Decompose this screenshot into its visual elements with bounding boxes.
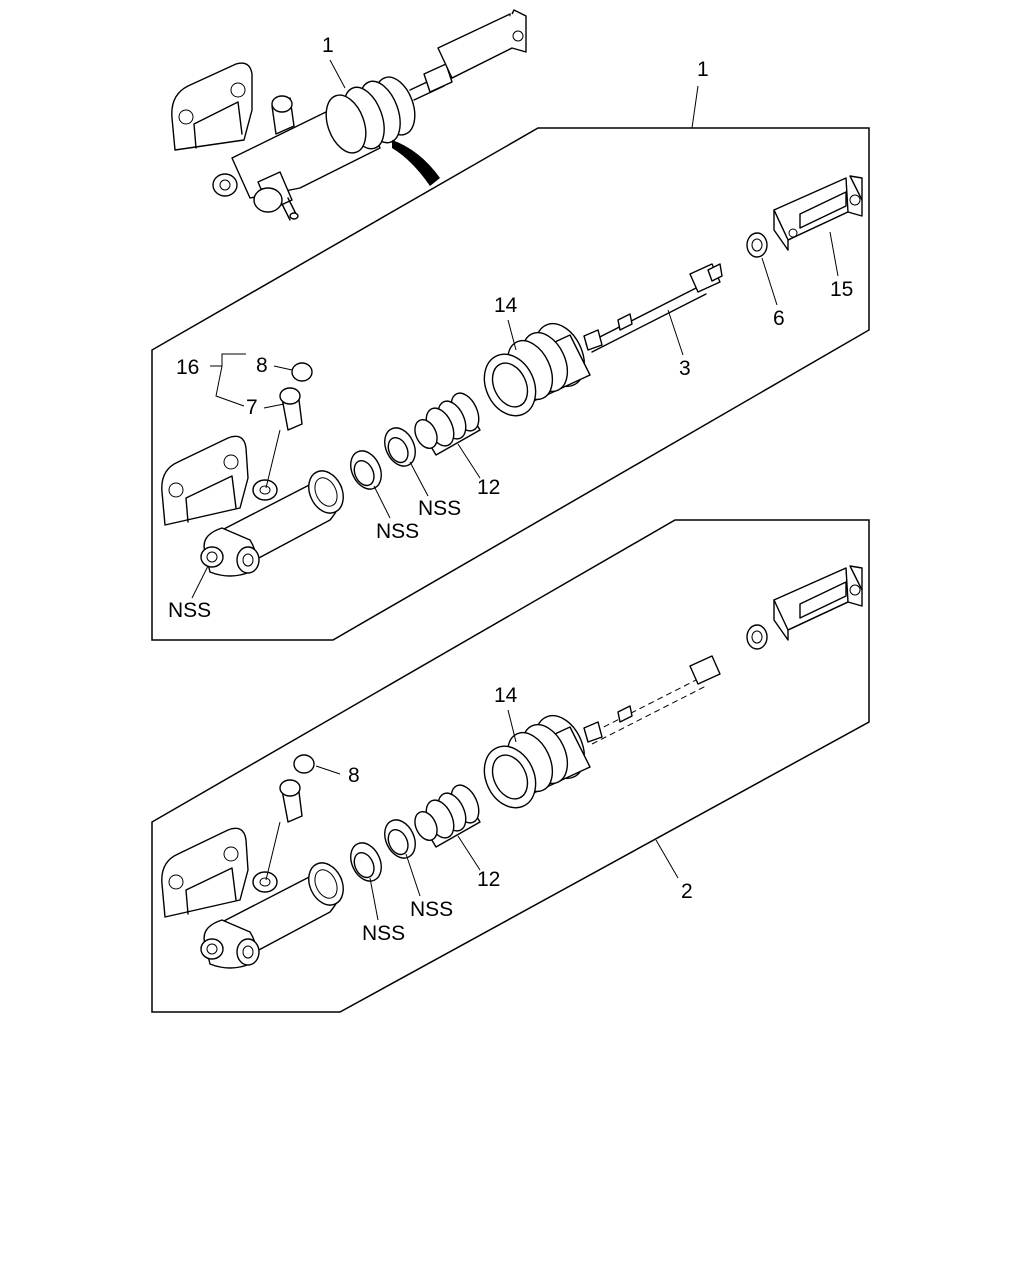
leader-cap-2 xyxy=(315,765,341,775)
leader-bleeder-hole xyxy=(265,429,281,489)
leader-nut xyxy=(761,257,778,306)
leader-cap xyxy=(273,365,293,371)
yoke-part xyxy=(773,175,863,251)
leader-yoke xyxy=(829,231,839,277)
piston-part-2 xyxy=(409,780,486,848)
leader-rod xyxy=(667,309,684,356)
label-kit-2: 2 xyxy=(681,880,693,903)
label-rod: 3 xyxy=(679,357,691,380)
push-rod xyxy=(583,263,723,353)
seal-inner-2 xyxy=(344,837,388,887)
label-kit-1: 1 xyxy=(697,58,709,81)
leader-bleeder xyxy=(263,403,285,409)
leader-nss-3 xyxy=(191,565,209,599)
label-boot-2: 14 xyxy=(494,684,518,707)
push-rod-phantom xyxy=(583,655,721,745)
dust-boot-2 xyxy=(474,707,595,817)
leader-piston-2 xyxy=(457,835,481,871)
label-nut: 6 xyxy=(773,307,785,330)
bracket-bleeder-kit xyxy=(210,353,246,407)
leader-kit-1 xyxy=(691,85,699,129)
bleeder-screw xyxy=(279,387,303,431)
label-bleeder: 7 xyxy=(246,396,258,419)
lock-nut xyxy=(746,232,768,258)
label-piston-2: 12 xyxy=(477,868,500,891)
kit-frame-1 xyxy=(151,127,870,641)
piston-part xyxy=(409,388,486,456)
label-cap-2: 8 xyxy=(348,764,360,787)
label-cap: 8 xyxy=(256,354,268,377)
leader-nss-4 xyxy=(405,853,421,897)
yoke-part-phantom xyxy=(773,565,863,641)
label-piston: 12 xyxy=(477,476,500,499)
leader-nss-5 xyxy=(369,877,379,921)
assembled-cylinder xyxy=(171,9,527,221)
cylinder-body-phantom xyxy=(161,827,351,969)
seal-inner xyxy=(344,445,388,495)
leader-boot xyxy=(507,319,517,351)
label-nss-1: NSS xyxy=(418,497,461,520)
label-nss-3: NSS xyxy=(168,599,211,622)
label-boot: 14 xyxy=(494,294,518,317)
leader-piston xyxy=(457,443,481,479)
leader-boot-2 xyxy=(507,709,517,743)
leader-kit-2 xyxy=(655,839,679,879)
bleeder-cap-2 xyxy=(293,754,315,774)
leader-nss-1 xyxy=(409,461,429,497)
bleeder-screw-phantom xyxy=(265,779,303,881)
kit-frame-2 xyxy=(151,519,870,1013)
label-bleeder-kit: 16 xyxy=(176,356,199,379)
label-nss-2: NSS xyxy=(376,520,419,543)
leader-top-assembly xyxy=(329,59,346,89)
label-nss-4: NSS xyxy=(410,898,453,921)
lock-nut-phantom xyxy=(746,624,768,650)
label-yoke: 15 xyxy=(830,278,853,301)
label-top-assembly: 1 xyxy=(322,34,334,57)
bleeder-cap xyxy=(291,362,313,382)
cylinder-body xyxy=(161,435,351,577)
label-nss-5: NSS xyxy=(362,922,405,945)
dust-boot xyxy=(474,315,595,425)
leader-nss-2 xyxy=(373,485,391,519)
